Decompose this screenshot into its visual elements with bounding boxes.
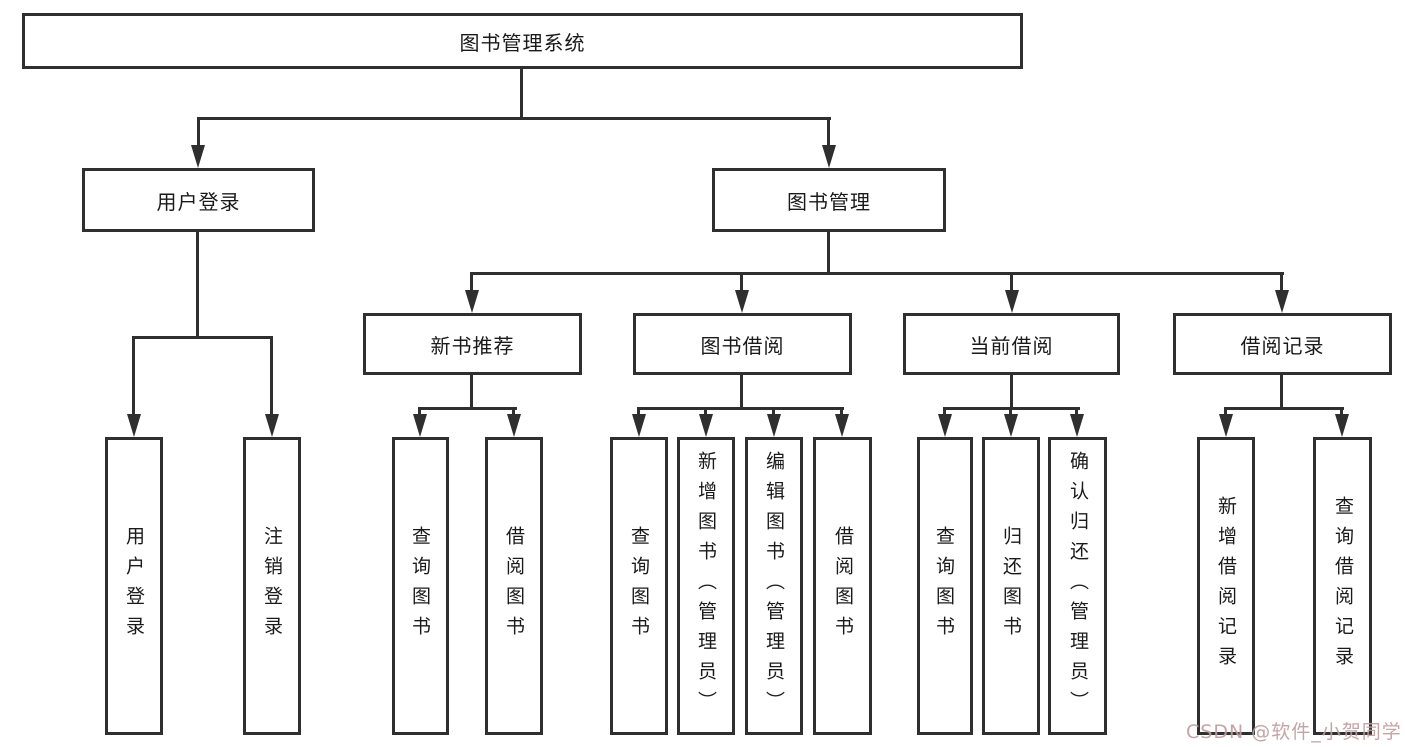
arrowhead-icon xyxy=(735,290,749,313)
node-borrow-records: 借阅记录 xyxy=(1173,313,1392,375)
edge-leaf-drop xyxy=(637,407,640,416)
edge-borrow-records-stem xyxy=(1280,375,1283,407)
edge-root-stem xyxy=(520,69,523,117)
arrowhead-icon xyxy=(507,414,521,437)
arrowhead-icon xyxy=(1275,290,1289,313)
arrowhead-icon xyxy=(1219,414,1233,437)
edge-level2-drop xyxy=(740,272,743,292)
arrowhead-icon xyxy=(1005,290,1019,313)
edge-leaf-drop xyxy=(840,407,843,416)
edge-leaf-drop xyxy=(704,407,707,416)
arrowhead-icon xyxy=(127,414,141,437)
edge-user-login-branch xyxy=(132,336,273,339)
arrowhead-icon xyxy=(413,414,427,437)
edge-user-login-stem xyxy=(196,232,199,336)
edge-borrow-records-branch xyxy=(1224,407,1344,410)
leaf-confirm-return-admin: 确认归还（管理员） xyxy=(1048,437,1107,735)
arrowhead-icon xyxy=(938,414,952,437)
edge-new-book-branch xyxy=(418,407,517,410)
edge-leaf-drop xyxy=(512,407,515,416)
edge-user-login-drop xyxy=(197,117,200,147)
arrowhead-icon xyxy=(822,145,836,168)
node-book-management: 图书管理 xyxy=(712,168,946,232)
leaf-add-books-admin: 新增图书（管理员） xyxy=(677,437,735,735)
node-current-borrow: 当前借阅 xyxy=(903,313,1120,375)
arrowhead-icon xyxy=(1070,414,1084,437)
arrowhead-icon xyxy=(1004,414,1018,437)
edge-leaf-drop xyxy=(1075,407,1078,416)
node-library-system: 图书管理系统 xyxy=(22,13,1023,69)
edge-level2-drop xyxy=(470,272,473,292)
leaf-user-login: 用户登录 xyxy=(105,437,163,735)
csdn-watermark: CSDN @软件_小贺同学 xyxy=(1186,721,1402,743)
arrowhead-icon xyxy=(835,414,849,437)
edge-level1-branch xyxy=(197,117,831,120)
arrowhead-icon xyxy=(191,145,205,168)
arrowhead-icon xyxy=(699,414,713,437)
leaf-return-books: 归还图书 xyxy=(982,437,1040,735)
node-user-login: 用户登录 xyxy=(82,168,315,232)
leaf-borrow-books: 借阅图书 xyxy=(485,437,543,735)
edge-leaf-drop xyxy=(1224,407,1227,416)
edge-leaf-drop xyxy=(943,407,946,416)
arrowhead-icon xyxy=(767,414,781,437)
edge-new-book-stem xyxy=(470,375,473,407)
edge-level2-drop xyxy=(1010,272,1013,292)
edge-leaf-drop xyxy=(418,407,421,416)
node-new-book-recommend: 新书推荐 xyxy=(363,313,582,375)
leaf-query-books: 查询图书 xyxy=(392,437,449,735)
edge-book-management-drop xyxy=(827,117,830,147)
leaf-edit-books-admin: 编辑图书（管理员） xyxy=(745,437,803,735)
leaf-logout: 注销登录 xyxy=(243,437,301,735)
edge-level2-drop xyxy=(1280,272,1283,292)
arrowhead-icon xyxy=(1335,414,1349,437)
edge-leaf-drop xyxy=(772,407,775,416)
leaf-query-books: 查询图书 xyxy=(610,437,668,735)
leaf-borrow-books: 借阅图书 xyxy=(813,437,872,735)
arrowhead-icon xyxy=(465,290,479,313)
arrowhead-icon xyxy=(265,414,279,437)
edge-leaf-drop xyxy=(1340,407,1343,416)
edge-current-borrow-stem xyxy=(1010,375,1013,407)
leaf-query-books: 查询图书 xyxy=(917,437,973,735)
node-book-borrow: 图书借阅 xyxy=(633,313,852,375)
leaf-query-borrow-record: 查询借阅记录 xyxy=(1313,437,1372,735)
edge-leaf-drop xyxy=(270,336,273,416)
edge-level2-branch xyxy=(470,272,1284,275)
edge-leaf-drop xyxy=(1009,407,1012,416)
edge-book-borrow-branch xyxy=(637,407,844,410)
leaf-add-borrow-record: 新增借阅记录 xyxy=(1197,437,1255,735)
edge-book-borrow-stem xyxy=(740,375,743,407)
arrowhead-icon xyxy=(632,414,646,437)
edge-book-management-stem xyxy=(827,232,830,272)
edge-leaf-drop xyxy=(132,336,135,416)
